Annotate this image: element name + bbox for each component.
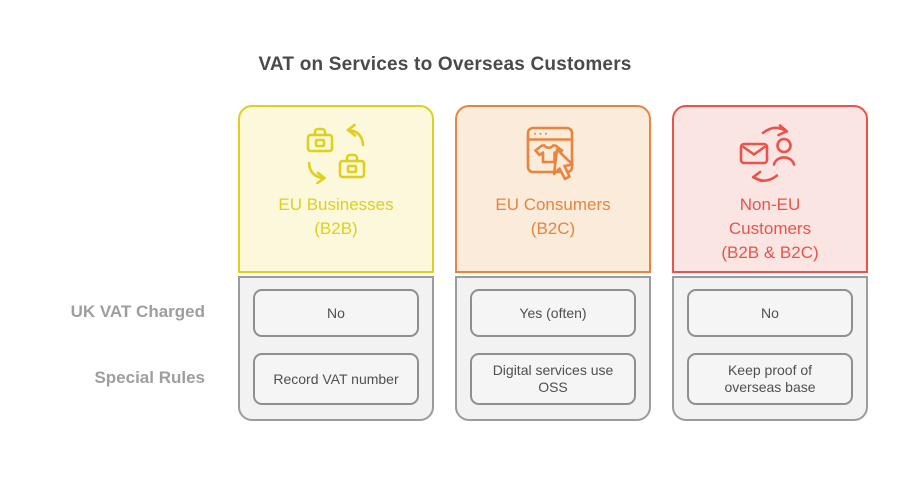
column-header-eu-consumers: EU Consumers (B2C) bbox=[455, 105, 651, 273]
cell-special-rules-eu-consumers: Digital services use OSS bbox=[470, 353, 636, 405]
column-non-eu-customers: Non-EU Customers (B2B & B2C) No Keep pro… bbox=[672, 105, 868, 421]
cell-uk-vat-eu-consumers: Yes (often) bbox=[470, 289, 636, 337]
mail-person-exchange-icon bbox=[738, 122, 802, 186]
column-label-non-eu-customers: Non-EU Customers (B2B & B2C) bbox=[721, 195, 819, 262]
column-eu-businesses: EU Businesses (B2B) No Record VAT number bbox=[238, 105, 434, 421]
column-body-eu-businesses: No Record VAT number bbox=[238, 276, 434, 421]
row-label-uk-vat-charged: UK VAT Charged bbox=[70, 302, 205, 321]
online-shopping-icon bbox=[521, 122, 585, 186]
cell-uk-vat-non-eu-customers: No bbox=[687, 289, 853, 337]
briefcase-exchange-icon bbox=[304, 122, 368, 186]
row-label-special-rules: Special Rules bbox=[94, 368, 205, 387]
column-label-eu-businesses: EU Businesses (B2B) bbox=[278, 195, 394, 238]
cell-uk-vat-eu-businesses: No bbox=[253, 289, 419, 337]
diagram-title: VAT on Services to Overseas Customers bbox=[258, 54, 632, 75]
column-label-eu-consumers: EU Consumers (B2C) bbox=[495, 195, 611, 238]
column-header-eu-businesses: EU Businesses (B2B) bbox=[238, 105, 434, 273]
cell-special-rules-eu-businesses: Record VAT number bbox=[253, 353, 419, 405]
column-body-non-eu-customers: No Keep proof of overseas base bbox=[672, 276, 868, 421]
cell-special-rules-non-eu-customers: Keep proof of overseas base bbox=[687, 353, 853, 405]
column-header-non-eu-customers: Non-EU Customers (B2B & B2C) bbox=[672, 105, 868, 273]
column-eu-consumers: EU Consumers (B2C) Yes (often) Digital s… bbox=[455, 105, 651, 421]
column-body-eu-consumers: Yes (often) Digital services use OSS bbox=[455, 276, 651, 421]
